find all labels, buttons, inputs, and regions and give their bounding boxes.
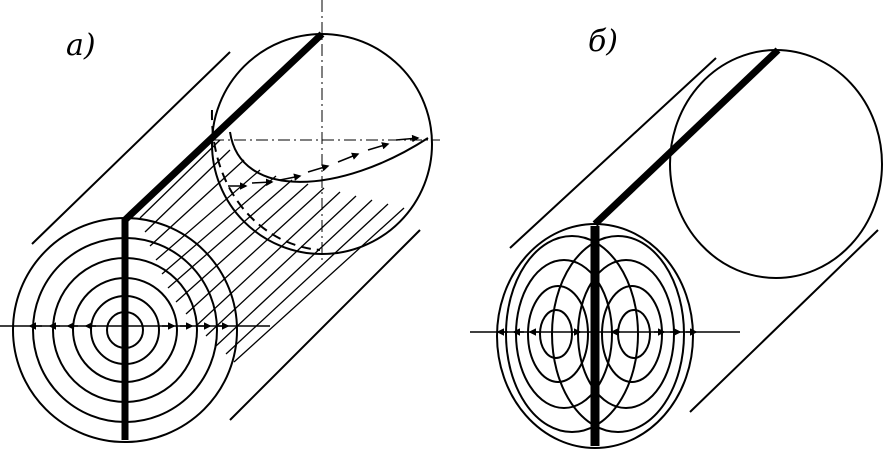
field-loop-b-left-2 bbox=[527, 285, 589, 383]
cylinder-b-bottom-edge bbox=[689, 229, 879, 413]
figure-b-label: б) bbox=[588, 24, 619, 59]
field-loop-b-right-1 bbox=[617, 309, 651, 359]
cylinder-b-strip bbox=[592, 47, 781, 227]
cylinder-a-strip bbox=[122, 31, 325, 223]
cylinder-a-hatching bbox=[139, 139, 405, 363]
cylinder-b-front-end bbox=[496, 223, 694, 449]
field-loop-b-left-4 bbox=[505, 235, 639, 433]
cylinder-b-top-edge bbox=[509, 57, 717, 249]
cylinder-a-top-edge bbox=[31, 51, 231, 245]
figure-a-label: а) bbox=[66, 28, 96, 63]
cylinder-a-inner-surface-dashed bbox=[210, 109, 321, 251]
cylinder-a-surface-arrows bbox=[228, 134, 420, 190]
field-loop-b-left-1 bbox=[539, 309, 573, 359]
figure-b bbox=[470, 47, 883, 449]
field-loop-b-right-4 bbox=[551, 235, 685, 433]
cylinder-b-back-end bbox=[669, 49, 883, 279]
figure-a bbox=[0, 0, 440, 443]
cylinder-a-inner-surface bbox=[229, 131, 429, 183]
cylinder-a-bottom-edge bbox=[229, 229, 421, 421]
